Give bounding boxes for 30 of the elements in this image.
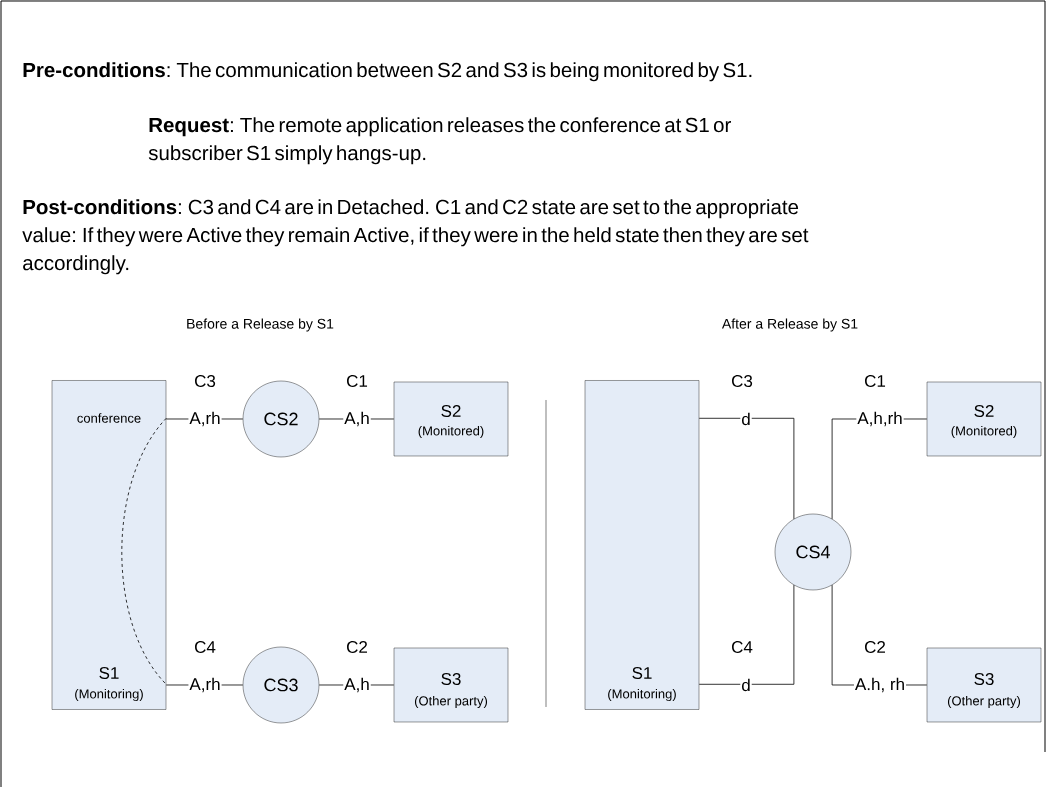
edge-label: A,h (343, 676, 371, 694)
station-box: S3 (Other party) (926, 647, 1042, 723)
edge-label: A,rh (188, 676, 222, 694)
edge-label: d (740, 411, 752, 427)
edge-label: A,h (343, 410, 371, 428)
edge-label: A.h, rh (853, 676, 907, 694)
edge-label: A,rh (188, 410, 222, 428)
connection-label: C4 (195, 640, 216, 653)
station-box: S2 (Monitored) (393, 381, 509, 457)
dashed-curve (121, 417, 167, 685)
connection-label: C2 (865, 640, 885, 653)
panel-title: After a Release by S1 (721, 318, 858, 332)
station-box: S1 (Monitoring) (584, 380, 700, 710)
connection-label: C4 (732, 640, 753, 653)
connection-label: C1 (347, 375, 368, 387)
text-paragraph: Pre-conditions: The communication between S2 and S3 is being monitored by S1. (23, 62, 752, 82)
connection-label: C2 (347, 640, 367, 653)
text-paragraph: Request: The remote application releases the conference at S1 or subscriber S1 simply hangs-up. (148, 117, 731, 165)
connection-label: C3 (732, 375, 753, 387)
edge-label: d (740, 677, 752, 693)
edge-label: A,h,rh (856, 410, 904, 428)
station-box: S2 (Monitored) (926, 381, 1042, 457)
panel-title: Before a Release by S1 (187, 318, 334, 332)
text-paragraph: Post-conditions: C3 and C4 are in Detached. C1 and C2 state are set to the appropriate value: If they were Active they remain Active, if they were in the held state then they are set accordingly. (22, 199, 809, 275)
station-box: S3 (Other party) (393, 647, 509, 723)
connector-line (698, 584, 795, 685)
station-box: conference S1 (Monitoring) (51, 380, 167, 710)
connector-line (698, 417, 795, 520)
connection-label: C3 (195, 375, 216, 387)
connection-label: C1 (865, 375, 886, 387)
